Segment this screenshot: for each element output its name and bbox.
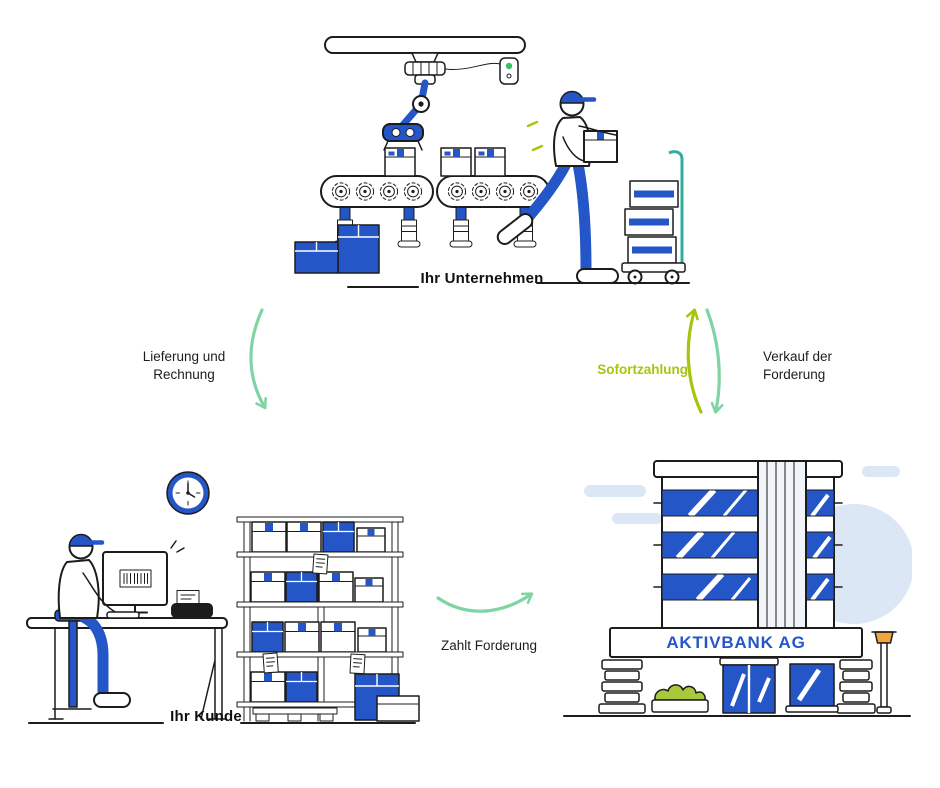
company-illustration bbox=[285, 25, 695, 290]
delivery-label-line2: Rechnung bbox=[153, 366, 215, 382]
desk-worker bbox=[52, 533, 131, 710]
conveyor-belt-left bbox=[320, 175, 434, 248]
delivery-label: Lieferung und Rechnung bbox=[118, 348, 250, 383]
box-on-belt bbox=[440, 147, 472, 177]
window-band bbox=[661, 529, 835, 561]
cloud bbox=[584, 485, 646, 497]
hand-truck bbox=[621, 150, 686, 285]
factory-worker bbox=[496, 90, 619, 284]
ceiling-mount bbox=[324, 36, 526, 85]
alert-spark bbox=[170, 540, 185, 553]
box-on-belt bbox=[474, 147, 506, 177]
sale-label-line1: Verkauf der bbox=[763, 349, 833, 364]
bank-sign-text: AKTIVBANK AG bbox=[666, 633, 805, 652]
bank-building bbox=[653, 460, 843, 629]
spark-marks bbox=[526, 120, 544, 152]
company-label: Ihr Unternehmen bbox=[420, 270, 544, 287]
arrow-pays-receivable bbox=[436, 592, 534, 613]
column-stack-left bbox=[598, 659, 646, 714]
hanging-receipt bbox=[349, 653, 366, 675]
sale-label: Verkauf der Forderung bbox=[763, 348, 873, 383]
wall-clock bbox=[166, 471, 210, 515]
factory-scene-svg bbox=[294, 36, 690, 288]
power-outlet bbox=[444, 57, 519, 85]
roof-slab bbox=[653, 460, 843, 478]
column-block bbox=[757, 460, 807, 629]
arrow-instant-payment bbox=[686, 308, 703, 414]
monitor bbox=[102, 551, 168, 614]
window-sills bbox=[653, 502, 843, 588]
box-on-belt bbox=[384, 147, 416, 177]
window-band bbox=[661, 571, 835, 603]
arrow-delivery bbox=[249, 308, 267, 410]
chair-post bbox=[68, 620, 78, 708]
street-lamp bbox=[871, 631, 897, 714]
robot-arm bbox=[382, 79, 430, 151]
delivery-label-line1: Lieferung und bbox=[142, 349, 226, 364]
pays-label: Zahlt Forderung bbox=[440, 638, 538, 653]
bush-planter bbox=[651, 684, 709, 713]
receipt-printer bbox=[171, 590, 213, 618]
storage-shelf bbox=[236, 516, 404, 722]
entrance bbox=[598, 631, 897, 714]
bank-illustration: AKTIVBANK AG bbox=[562, 448, 912, 728]
pallet bbox=[252, 707, 338, 722]
instant-payment-label: Sofortzahlung bbox=[597, 362, 688, 377]
customer-scene-svg bbox=[26, 471, 420, 724]
floor-crates bbox=[354, 673, 420, 722]
cloud bbox=[862, 466, 900, 477]
hanging-receipt bbox=[262, 652, 279, 674]
column-stack-right bbox=[836, 659, 876, 714]
bank-scene-svg: AKTIVBANK AG bbox=[563, 460, 912, 717]
sale-label-line2: Forderung bbox=[763, 366, 826, 382]
customer-label: Ihr Kunde bbox=[170, 708, 242, 725]
hanging-receipt bbox=[312, 553, 329, 575]
bank-sign: AKTIVBANK AG bbox=[609, 627, 863, 658]
cloud bbox=[612, 513, 662, 524]
arrow-sale-of-receivable bbox=[705, 308, 724, 414]
entrance-door bbox=[719, 657, 779, 714]
customer-illustration bbox=[25, 455, 425, 730]
keyboard bbox=[106, 611, 140, 619]
window-band bbox=[661, 487, 835, 519]
barcode bbox=[123, 573, 148, 584]
entrance-window bbox=[785, 663, 839, 713]
blue-crates bbox=[294, 224, 380, 274]
